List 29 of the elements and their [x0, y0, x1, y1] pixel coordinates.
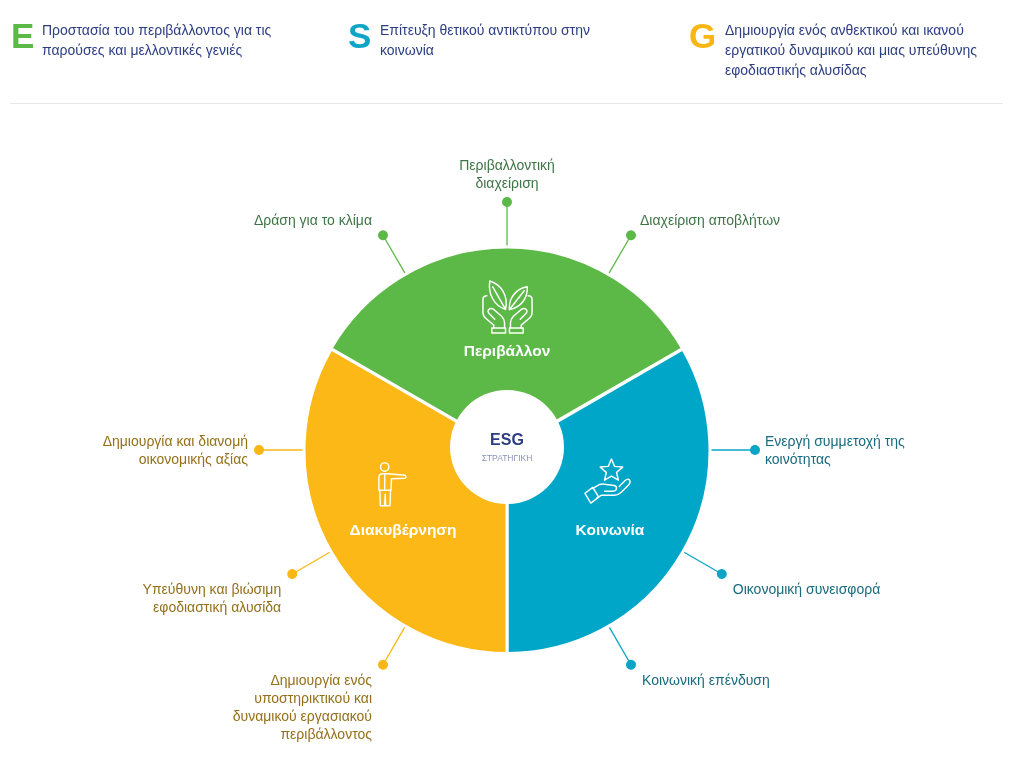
center-title: ESG [490, 431, 524, 449]
leader-line [607, 230, 636, 275]
leader-line [709, 445, 760, 455]
pillar-description: Επίτευξη θετικού αντικτύπου στην κοινωνία [380, 21, 591, 60]
leader-line [682, 550, 727, 579]
topic-label: Δημιουργία ενός υποστηρικτικού και δυναμικού εργασιακού περιβάλλοντος [231, 664, 383, 743]
pillar-letter: G [689, 20, 717, 51]
sector-label: Διακυβέρνηση [349, 521, 457, 539]
topic-label: Περιβαλλοντική διαχείριση [458, 156, 556, 202]
sector-label: Κοινωνία [575, 521, 645, 539]
pillar-description: Προστασία του περιβάλλοντος για τις παρούσες και μελλοντικές γενιές [42, 21, 273, 60]
leader-line [378, 230, 407, 275]
leader-line [502, 197, 512, 248]
leader-line [378, 625, 407, 670]
pillar-description: Δημιουργία ενός ανθεκτικού και ικανού εργατικού δυναμικού και μιας υπεύθυνης εφοδιαστικής αλυσίδας [725, 21, 978, 80]
topic-label: Κοινωνική επένδυση [631, 664, 771, 689]
pillar-letter: S [348, 20, 372, 51]
sector-label: Περιβάλλον [463, 342, 551, 360]
topic-label: Δημιουργία και διανομή οικονομικής αξίας [101, 432, 259, 468]
topic-label: Διαχείριση αποβλήτων [631, 211, 782, 236]
topic-label: Υπεύθυνη και βιώσιμη εφοδιαστική αλυσίδα [141, 574, 293, 616]
leader-line [607, 625, 636, 670]
pillar-letter: E [11, 20, 35, 51]
center-subtitle: ΣΤΡΑΤΗΓΙΚΗ [481, 453, 533, 463]
topic-label: Οικονομική συνεισφορά [721, 574, 882, 598]
topic-label: Ενεργή συμμετοχή της κοινότητας [755, 432, 906, 468]
topic-label: Δράση για το κλίμα [252, 211, 383, 236]
leader-line [254, 445, 305, 455]
leader-line [287, 550, 332, 579]
